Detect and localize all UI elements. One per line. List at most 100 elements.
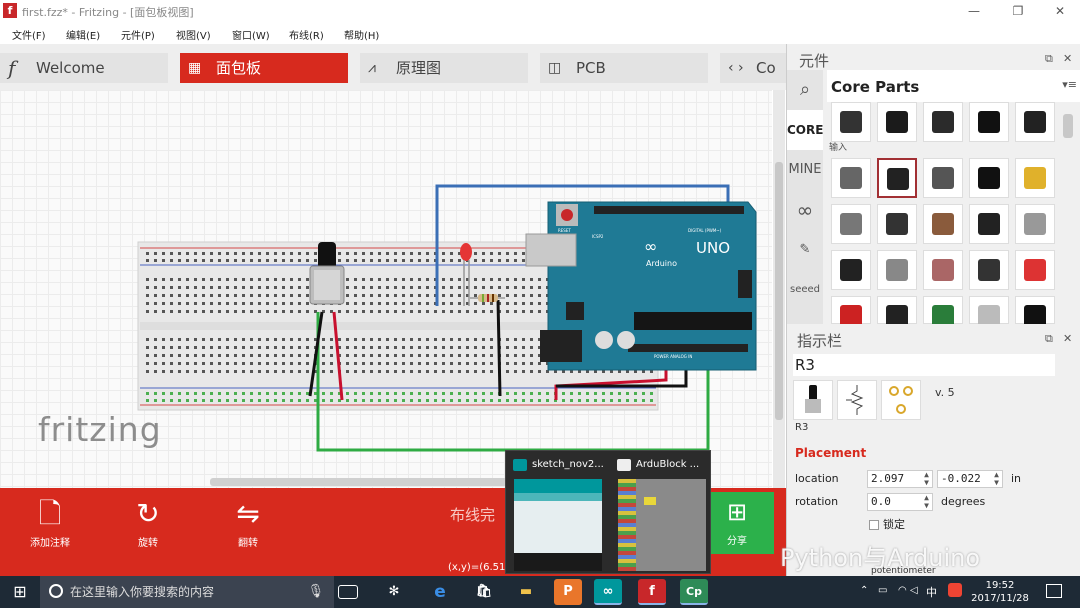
part-tile[interactable]: [877, 296, 917, 327]
arduino-uno-board[interactable]: UNO Arduino DIGITAL (PWM~) POWER ANALOG …: [525, 201, 757, 371]
pinwheel-app-icon[interactable]: ✻: [388, 584, 400, 599]
part-tile[interactable]: [831, 204, 871, 244]
cp-app-icon[interactable]: Cp: [680, 579, 708, 605]
part-tile[interactable]: [923, 296, 963, 327]
menu-edit[interactable]: 编辑(E): [66, 31, 101, 42]
stepper-icon[interactable]: ▲▼: [924, 493, 929, 510]
part-tile[interactable]: [969, 158, 1009, 198]
part-tile[interactable]: [831, 102, 871, 142]
location-x-field[interactable]: 2.097 ▲▼: [867, 470, 933, 488]
part-tile[interactable]: [969, 102, 1009, 142]
breadboard-hole: [218, 310, 221, 313]
edge-browser-icon[interactable]: e: [434, 582, 446, 602]
preview-arduino-sketch[interactable]: sketch_nov2...: [506, 451, 606, 575]
share-button[interactable]: ⊞ 分享: [700, 492, 774, 554]
part-tile[interactable]: [1015, 250, 1055, 290]
tab-code[interactable]: ‹ › Co: [720, 53, 786, 83]
bin-contrib-icon[interactable]: ✎: [799, 242, 811, 257]
part-tile[interactable]: [1015, 102, 1055, 142]
canvas-vertical-scrollbar[interactable]: [773, 90, 785, 488]
part-tile[interactable]: [1015, 204, 1055, 244]
file-explorer-icon[interactable]: ▬: [519, 584, 533, 599]
bin-seeed[interactable]: seeed: [789, 284, 820, 295]
stepper-icon[interactable]: ▲▼: [994, 470, 999, 487]
menu-routing[interactable]: 布线(R): [289, 31, 324, 42]
menu-file[interactable]: 文件(F): [12, 31, 46, 42]
rotation-field[interactable]: 0.0 ▲▼: [867, 493, 933, 511]
scrollbar-thumb[interactable]: [775, 162, 783, 420]
close-button[interactable]: ✕: [1054, 4, 1066, 18]
maximize-button[interactable]: ❐: [1012, 4, 1024, 18]
windows-start-icon[interactable]: ⊞: [13, 582, 27, 601]
potentiometer[interactable]: [309, 242, 345, 305]
part-tile[interactable]: [831, 296, 871, 327]
part-tile[interactable]: [969, 296, 1009, 327]
battery-icon[interactable]: ▭: [878, 585, 888, 596]
bin-mine[interactable]: MINE: [788, 162, 822, 177]
menu-view[interactable]: 视图(V): [176, 31, 211, 42]
slides-app-icon[interactable]: P: [554, 579, 582, 605]
inspector-close-icon[interactable]: ✕: [1063, 332, 1073, 345]
task-view-icon[interactable]: [338, 585, 358, 599]
bin-arduino-icon[interactable]: ∞: [796, 198, 814, 222]
add-note-button[interactable]: 🗋 添加注释: [10, 494, 90, 564]
part-tile[interactable]: [969, 204, 1009, 244]
wire-blue[interactable]: [435, 184, 730, 306]
tab-schematic[interactable]: ⩘ 原理图: [360, 53, 528, 83]
panel-close-icon[interactable]: ✕: [1063, 52, 1073, 65]
stepper-icon[interactable]: ▲▼: [924, 470, 929, 487]
tab-welcome[interactable]: f Welcome: [0, 53, 168, 83]
wire-black-pot[interactable]: [308, 311, 324, 397]
network-icon[interactable]: ◠: [898, 585, 907, 596]
canvas-horizontal-scrollbar[interactable]: [210, 478, 700, 486]
store-icon[interactable]: 🛍: [475, 584, 493, 599]
parts-scrollbar[interactable]: [1063, 114, 1073, 138]
part-tile[interactable]: [923, 204, 963, 244]
tab-breadboard[interactable]: ▦ 面包板: [180, 53, 348, 83]
preview-ardublock[interactable]: ArduBlock ...: [610, 451, 710, 575]
menu-help[interactable]: 帮助(H): [344, 31, 380, 42]
bin-core[interactable]: CORE: [787, 110, 823, 150]
wire-red-pot[interactable]: [332, 311, 344, 401]
part-tile[interactable]: [877, 250, 917, 290]
menu-window[interactable]: 窗口(W): [232, 31, 270, 42]
part-tile[interactable]: [877, 158, 917, 198]
part-tile[interactable]: [877, 102, 917, 142]
tray-expand-icon[interactable]: ⌃: [860, 585, 869, 596]
part-tile[interactable]: [969, 250, 1009, 290]
panel-float-icon[interactable]: ⧉: [1045, 52, 1053, 65]
minimize-button[interactable]: —: [968, 4, 980, 18]
part-tile[interactable]: [877, 204, 917, 244]
notification-center-icon[interactable]: [1046, 584, 1062, 598]
led-red[interactable]: [460, 243, 472, 306]
location-y-field[interactable]: -0.022 ▲▼: [937, 470, 1003, 488]
volume-icon[interactable]: ◁: [910, 585, 918, 596]
taskbar-search-box[interactable]: 在这里输入你要搜索的内容 🎙: [40, 576, 334, 608]
breadboard-canvas[interactable]: UNO Arduino DIGITAL (PWM~) POWER ANALOG …: [0, 90, 772, 488]
flip-button[interactable]: ⇋ 翻转: [208, 494, 288, 564]
lock-checkbox-row[interactable]: 锁定: [869, 516, 905, 532]
part-tile[interactable]: [923, 102, 963, 142]
part-tile[interactable]: [831, 158, 871, 198]
part-tile[interactable]: [1015, 296, 1055, 327]
part-tile[interactable]: [923, 158, 963, 198]
wire-black-resistor[interactable]: [496, 299, 502, 397]
part-title-field[interactable]: R3: [793, 354, 1055, 376]
part-tile[interactable]: [923, 250, 963, 290]
menu-part[interactable]: 元件(P): [121, 31, 155, 42]
ime-indicator[interactable]: 中: [926, 586, 937, 599]
lock-checkbox[interactable]: [869, 520, 879, 530]
inspector-float-icon[interactable]: ⧉: [1045, 332, 1053, 345]
part-tile[interactable]: [1015, 158, 1055, 198]
bin-menu-icon[interactable]: ▾≡: [1062, 78, 1077, 91]
tab-pcb[interactable]: ◫ PCB: [540, 53, 708, 83]
part-tile[interactable]: [831, 250, 871, 290]
arduino-taskbar-icon[interactable]: ∞: [594, 579, 622, 605]
microphone-icon[interactable]: 🎙: [307, 584, 324, 599]
tray-app-icon[interactable]: [948, 583, 962, 597]
resistor[interactable]: [470, 294, 505, 302]
rotate-button[interactable]: ↻ 旋转: [108, 494, 188, 564]
system-clock[interactable]: 19:52 2017/11/28: [970, 579, 1030, 605]
search-icon[interactable]: ⌕: [799, 79, 811, 100]
fritzing-taskbar-icon[interactable]: f: [638, 579, 666, 605]
